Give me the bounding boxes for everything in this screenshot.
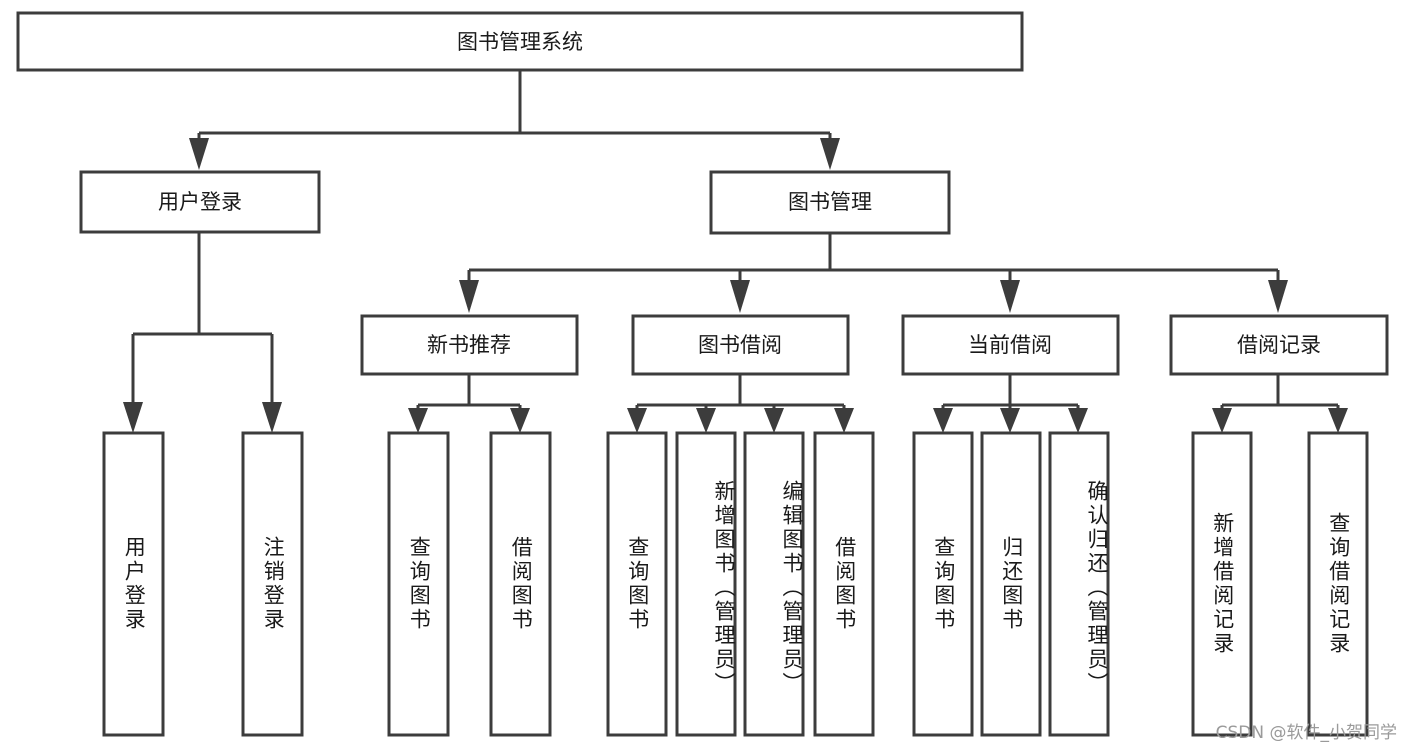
arrow-to-leaf-add-record [1212, 408, 1232, 433]
arrow-to-leaf-query-book-3 [933, 408, 953, 433]
leaf-box-add-book[interactable] [675, 431, 737, 737]
leaf-box-borrow-book-1[interactable] [489, 431, 552, 737]
leaf-box-borrow-book-2[interactable] [813, 431, 875, 737]
arrow-to-new-book-rec [459, 280, 479, 313]
arrow-to-leaf-query-book-1 [408, 408, 428, 433]
connector-group-book-manage [459, 233, 1288, 313]
node-borrow-record-box[interactable] [1169, 314, 1389, 376]
node-user-login-label: 用户登录 [158, 190, 242, 214]
leaf-box-edit-book[interactable] [743, 431, 805, 737]
connector-group-book-borrow [627, 374, 854, 433]
node-book-borrow-label: 图书借阅 [698, 333, 782, 357]
arrow-to-leaf-return-book [1000, 408, 1020, 433]
arrow-to-leaf-borrow-book-2 [834, 408, 854, 433]
connector-group-user-login [123, 232, 282, 433]
arrow-to-user-login [189, 138, 209, 170]
arrow-to-leaf-borrow-book-1 [510, 408, 530, 433]
arrow-to-leaf-confirm-return [1068, 408, 1088, 433]
node-current-borrow-box[interactable] [901, 314, 1120, 376]
leaf-box-confirm-return[interactable] [1048, 431, 1110, 737]
arrow-to-leaf-edit-book [764, 408, 784, 433]
arrow-to-book-manage [820, 138, 840, 170]
node-root-box[interactable] [16, 11, 1024, 72]
arrow-to-leaf-query-record [1328, 408, 1348, 433]
arrow-to-borrow-record [1268, 280, 1288, 313]
arrow-to-current-borrow [1000, 280, 1020, 313]
arrow-to-book-borrow [730, 280, 750, 313]
node-new-book-rec-label: 新书推荐 [427, 333, 511, 357]
leaf-box-add-record[interactable] [1191, 431, 1253, 737]
leaf-box-query-book-2[interactable] [606, 431, 668, 737]
leaf-box-logout[interactable] [241, 431, 304, 737]
arrow-to-leaf-logout [262, 402, 282, 433]
leaf-box-query-book-1[interactable] [387, 431, 450, 737]
node-new-book-rec-box[interactable] [360, 314, 579, 376]
node-user-login-box[interactable] [79, 170, 321, 234]
arrow-to-leaf-user-login [123, 402, 143, 433]
arrow-to-leaf-add-book [696, 408, 716, 433]
connector-group-borrow-record [1212, 374, 1348, 433]
arrow-to-leaf-query-book-2 [627, 408, 647, 433]
leaf-box-query-record[interactable] [1307, 431, 1369, 737]
connector-group-new-book-rec [408, 374, 530, 433]
node-root-label: 图书管理系统 [457, 30, 583, 54]
leaf-box-return-book[interactable] [980, 431, 1042, 737]
leaf-box-user-login[interactable] [102, 431, 165, 737]
connector-group-current-borrow [933, 374, 1088, 433]
node-book-borrow-box[interactable] [631, 314, 850, 376]
node-book-manage-label: 图书管理 [788, 190, 872, 214]
node-book-manage-box[interactable] [709, 170, 951, 235]
csdn-watermark: CSDN @软件_小贺同学 [1215, 723, 1397, 743]
leaf-box-query-book-3[interactable] [912, 431, 974, 737]
node-borrow-record-label: 借阅记录 [1237, 333, 1321, 357]
connector-group-root [189, 70, 840, 170]
node-current-borrow-label: 当前借阅 [968, 333, 1052, 357]
